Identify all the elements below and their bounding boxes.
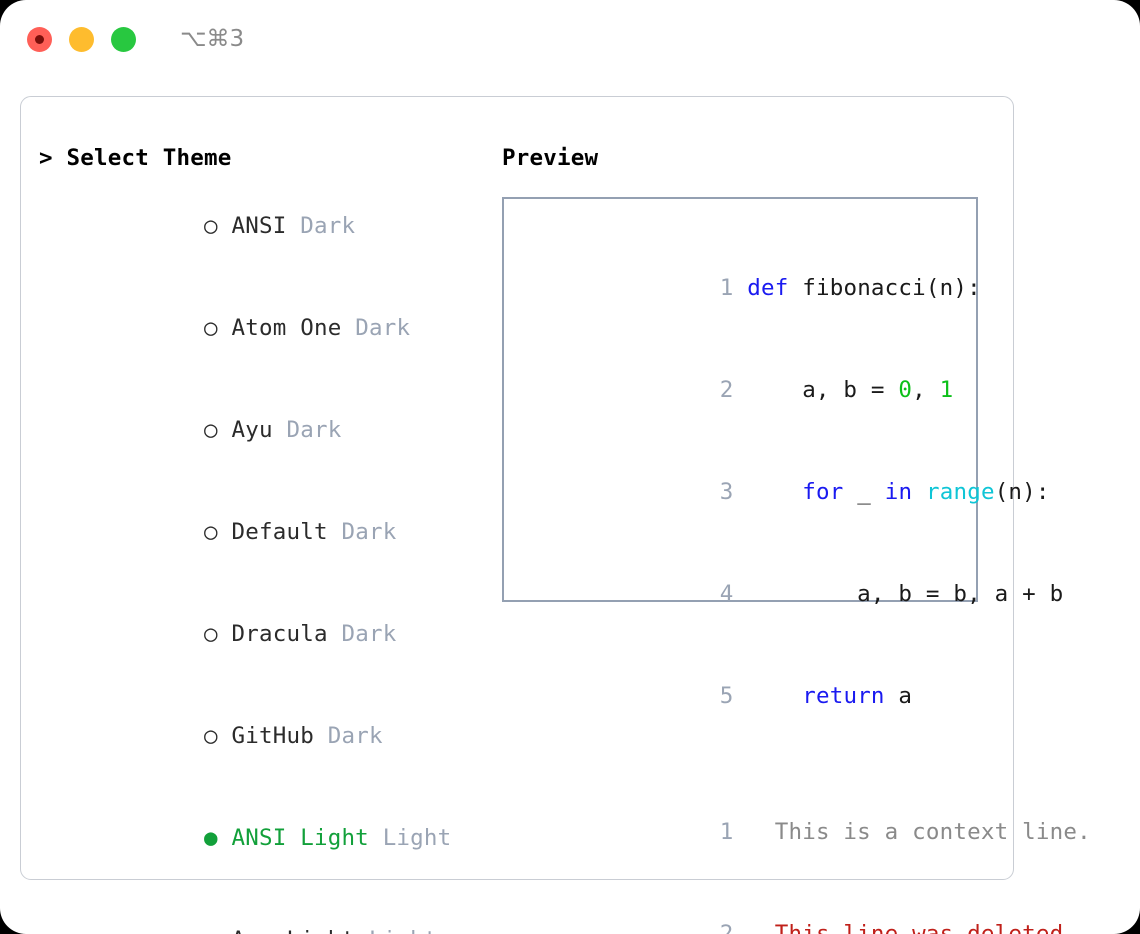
theme-list-item[interactable]: ○ Dracula Dark: [39, 583, 487, 685]
radio-icon-selected: ●: [203, 825, 218, 851]
diff-line-deleted: 2 - This line was deleted.: [504, 883, 1077, 934]
line-number: 3: [719, 479, 734, 505]
code-token: range: [925, 479, 995, 505]
traffic-lights: [27, 26, 136, 52]
code-sample: 1 def fibonacci(n): 2 a, b = 0, 1 3 for …: [504, 237, 1063, 747]
close-window-button[interactable]: [27, 26, 52, 52]
radio-icon: ○: [203, 621, 218, 647]
minimize-window-button[interactable]: [69, 26, 94, 52]
close-icon: [35, 34, 44, 44]
content-panel: > Select Theme ○ ANSI Dark ○ Atom One Da…: [20, 96, 1091, 934]
preview-spacer: [504, 747, 976, 781]
theme-name: Ayu Light: [231, 927, 355, 934]
theme-variant: Dark: [327, 723, 383, 749]
preview-column: Preview 1 def fibonacci(n): 2 a, b = 0, …: [487, 141, 1091, 934]
code-line: 2 a, b = 0, 1: [504, 339, 976, 441]
keyboard-shortcut-label: ⌥⌘3: [180, 26, 245, 52]
diff-line-context: 1 This is a context line.: [504, 781, 1091, 883]
line-number: 2: [719, 921, 734, 934]
code-token: (n):: [994, 479, 1050, 505]
theme-name: Default: [231, 519, 328, 545]
line-number: 5: [719, 683, 734, 709]
code-token: a: [884, 683, 913, 709]
code-line: 4 a, b = b, a + b: [504, 543, 1063, 645]
diff-text: This is a context line.: [774, 819, 1091, 845]
code-token: [747, 479, 802, 505]
radio-icon: ○: [203, 417, 218, 443]
theme-list: ○ ANSI Dark ○ Atom One Dark ○ Ayu Dark ○…: [39, 175, 487, 934]
code-token: for: [802, 479, 844, 505]
theme-name: ANSI: [231, 213, 287, 239]
code-token: 1: [939, 377, 954, 403]
code-token: in: [884, 479, 913, 505]
maximize-window-button[interactable]: [111, 26, 136, 52]
diff-marker: [747, 819, 775, 845]
theme-variant: Dark: [355, 315, 411, 341]
theme-variant: Dark: [341, 621, 397, 647]
code-token: def: [747, 275, 803, 301]
theme-name: Atom One: [231, 315, 342, 341]
theme-list-item[interactable]: ○ Ayu Light Light: [39, 889, 487, 934]
theme-list-item[interactable]: ○ Default Dark: [39, 481, 487, 583]
code-line: 3 for _ in range(n):: [504, 441, 1050, 543]
diff-marker: -: [747, 921, 775, 934]
code-token: fibonacci(n):: [802, 275, 981, 301]
theme-variant: Light: [382, 825, 452, 851]
radio-icon: ○: [203, 315, 218, 341]
diff-sample: 1 This is a context line. 2 - This line …: [504, 781, 1091, 934]
radio-icon: ○: [203, 213, 218, 239]
theme-variant: Light: [369, 927, 438, 934]
theme-variant: Dark: [341, 519, 397, 545]
preview-heading: Preview: [502, 145, 599, 171]
code-token: _: [843, 479, 885, 505]
line-number: 4: [719, 581, 734, 607]
line-number: 1: [719, 275, 734, 301]
theme-list-item[interactable]: ○ Ayu Dark: [39, 379, 487, 481]
theme-name: Dracula: [231, 621, 328, 647]
line-number: 2: [719, 377, 734, 403]
code-token: ,: [912, 377, 940, 403]
theme-variant: Dark: [286, 417, 342, 443]
theme-list-item[interactable]: ○ ANSI Dark: [39, 175, 487, 277]
radio-icon: ○: [204, 927, 218, 934]
code-token: return: [802, 683, 885, 709]
theme-name: GitHub: [231, 723, 314, 749]
radio-icon: ○: [203, 519, 218, 545]
code-token: [912, 479, 926, 505]
theme-list-item[interactable]: ○ Atom One Dark: [39, 277, 487, 379]
theme-name: ANSI Light: [231, 825, 369, 851]
line-number: 1: [719, 819, 734, 845]
code-token: a, b =: [747, 377, 899, 403]
select-theme-header: > Select Theme: [39, 145, 232, 171]
diff-text: This line was deleted.: [774, 921, 1078, 934]
theme-list-item[interactable]: ○ GitHub Dark: [39, 685, 487, 787]
radio-icon: ○: [203, 723, 218, 749]
preview-box: 1 def fibonacci(n): 2 a, b = 0, 1 3 for …: [502, 197, 1091, 934]
theme-picker-column: > Select Theme ○ ANSI Dark ○ Atom One Da…: [21, 141, 487, 934]
code-line: 1 def fibonacci(n):: [504, 237, 981, 339]
theme-variant: Dark: [300, 213, 356, 239]
theme-list-item-selected[interactable]: ● ANSI Light Light: [39, 787, 487, 889]
title-bar: ⌥⌘3: [0, 0, 1140, 78]
code-token: a, b = b, a + b: [747, 581, 1064, 607]
code-line: 5 return a: [504, 645, 976, 747]
theme-name: Ayu: [231, 417, 273, 443]
code-token: [747, 683, 802, 709]
code-token: 0: [898, 377, 913, 403]
